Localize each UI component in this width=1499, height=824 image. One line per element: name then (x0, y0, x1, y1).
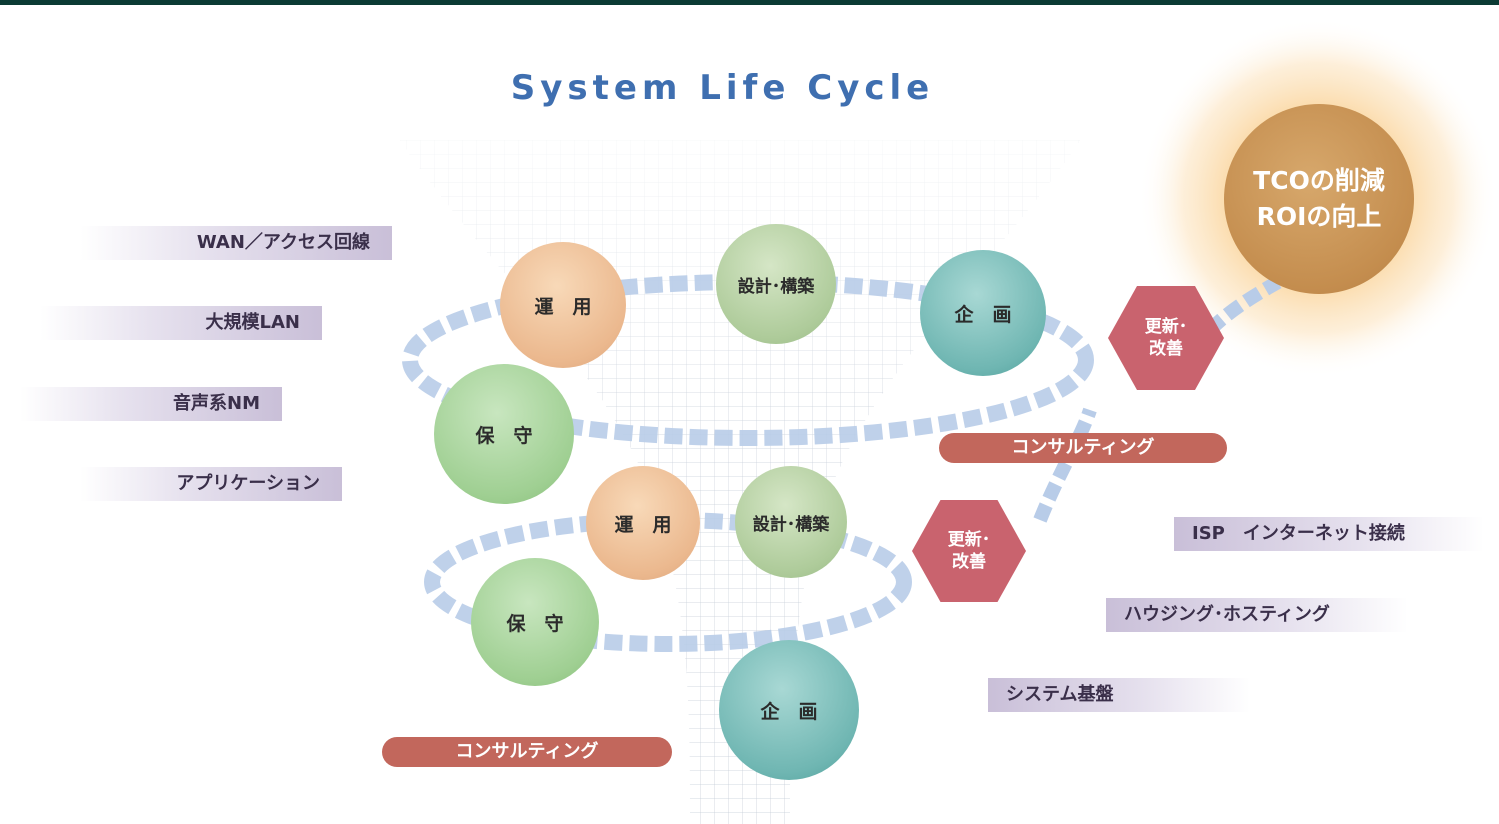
lower-design-build-node: 設計･構築 (735, 466, 847, 578)
spiral-connector-lower (1033, 407, 1097, 523)
upper-operation-node: 運 用 (500, 242, 626, 368)
lower-renewal-hexagon: 更新･ 改善 (912, 500, 1026, 602)
tag-wan-access: WAN／アクセス回線 (80, 226, 392, 260)
tag-large-lan: 大規模LAN (40, 306, 322, 340)
diagram-title: System Life Cycle (510, 68, 935, 108)
top-bar (0, 0, 1499, 5)
goal-circle: TCOの削減 ROIの向上 (1224, 104, 1414, 294)
lower-planning-node: 企 画 (719, 640, 859, 780)
tag-housing-hosting: ハウジング･ホスティング (1106, 598, 1408, 632)
lower-operation-node: 運 用 (586, 466, 700, 580)
goal-line-1: TCOの削減 (1253, 166, 1385, 195)
lower-consulting-pill: コンサルティング (382, 737, 672, 767)
upper-design-build-node: 設計･構築 (716, 224, 836, 344)
lower-maintenance-node: 保 守 (471, 558, 599, 686)
upper-consulting-pill: コンサルティング (939, 433, 1227, 463)
tag-voice-nm: 音声系NM (20, 387, 282, 421)
goal-line-2: ROIの向上 (1256, 202, 1382, 231)
tag-application: アプリケーション (80, 467, 342, 501)
tag-isp-internet: ISP インターネット接続 (1174, 517, 1484, 551)
tag-system-infrastructure: システム基盤 (988, 678, 1250, 712)
upper-planning-node: 企 画 (920, 250, 1046, 376)
upper-maintenance-node: 保 守 (434, 364, 574, 504)
upper-renewal-hexagon: 更新･ 改善 (1108, 286, 1224, 390)
